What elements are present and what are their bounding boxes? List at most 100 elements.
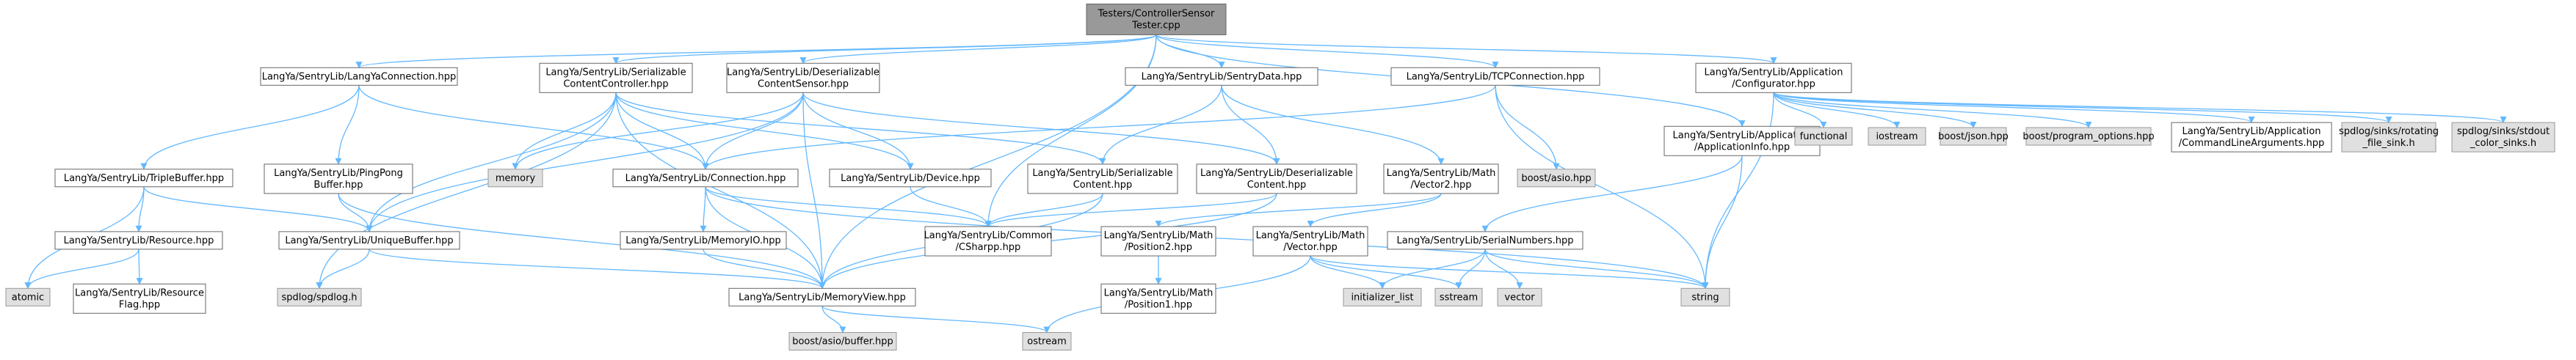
node-atomic: atomic [5,287,51,306]
edge-serialnums-to-initlist [1379,249,1486,290]
edge-tcpconn-to-boostasio [1495,85,1560,170]
edge-sercc-to-unique [366,92,617,232]
node-sentrydata[interactable]: LangYa/SentryLib/SentryData.hpp [1125,67,1318,86]
node-resource[interactable]: LangYa/SentryLib/Resource.hpp [54,231,223,250]
node-box [54,169,233,188]
node-cmdargs[interactable]: LangYa/SentryLib/Application/CommandLine… [2171,122,2332,153]
node-desercontent[interactable]: LangYa/SentryLib/DeserializableContent.h… [1196,164,1357,194]
edge-sercc-to-device [615,92,914,170]
edge-connection-to-memio [700,186,707,232]
edge-connection-to-csharp [705,186,992,227]
edge-desercs-to-connection [702,92,804,170]
node-label: Testers/ControllerSensor [1097,8,1215,19]
node-box [829,169,992,188]
node-iostream: iostream [1868,127,1926,146]
node-boostasio: boost/asio.hpp [1517,169,1596,188]
edge-sercontent-to-csharp [984,193,1103,227]
node-box [1086,3,1227,35]
edge-pingpong-to-unique [338,193,373,232]
edge-unique-to-spdlog [316,249,370,290]
node-triple[interactable]: LangYa/SentryLib/TripleBuffer.hpp [54,169,233,188]
node-appconf[interactable]: LangYa/SentryLib/Application/Configurato… [1695,62,1852,93]
node-csharp[interactable]: LangYa/SentryLib/Common/CSharpp.hpp [924,226,1053,257]
node-label: LangYa/SentryLib/UniqueBuffer.hpp [285,235,453,246]
edge-root-to-sercc [612,34,1157,65]
node-label: sstream [1440,292,1478,303]
node-box [612,169,799,188]
node-box [1940,127,2007,146]
edge-serialnums-to-stdvector [1484,249,1523,290]
node-box [788,332,897,350]
node-memview[interactable]: LangYa/SentryLib/MemoryView.hpp [728,287,916,306]
node-box [1497,287,1542,306]
node-label: LangYa/SentryLib/Common [924,230,1053,241]
node-box [1125,67,1318,86]
node-label: LangYa/SentryLib/Deserializable [727,67,879,78]
node-label: /Position1.hpp [1125,299,1192,310]
node-position2[interactable]: LangYa/SentryLib/Math/Position2.hpp [1100,226,1216,257]
edge-root-to-tcpconn [1155,34,1499,69]
node-desercs[interactable]: LangYa/SentryLib/DeserializableContentSe… [726,62,880,93]
node-label: _color_sinks.h [2470,138,2536,149]
edge-sercc-to-spdlog [316,92,617,290]
edge-sercc-to-memory [512,92,617,170]
edge-vector2-to-position2 [1155,193,1442,227]
node-vector2[interactable]: LangYa/SentryLib/Math/Vector2.hpp [1383,164,1499,194]
node-stdvector: vector [1497,287,1542,306]
node-vector[interactable]: LangYa/SentryLib/Math/Vector.hpp [1252,226,1368,257]
node-connection[interactable]: LangYa/SentryLib/Connection.hpp [612,169,799,188]
node-position1[interactable]: LangYa/SentryLib/Math/Position1.hpp [1100,283,1216,314]
node-box [539,62,693,93]
edge-triple-to-unique [143,186,373,232]
edge-desercs-to-memory [512,92,804,170]
node-label: initializer_list [1351,292,1413,303]
node-tcpconn[interactable]: LangYa/SentryLib/TCPConnection.hpp [1390,67,1600,86]
node-label: spdlog/spdlog.h [282,292,358,303]
node-label: LangYa/SentryLib/Deserializable [1200,168,1353,179]
node-label: functional [1800,131,1848,142]
node-lyconn[interactable]: LangYa/SentryLib/LangYaConnection.hpp [260,67,458,86]
node-box [487,169,543,188]
node-box [73,283,206,314]
node-sercc[interactable]: LangYa/SentryLib/SerializableContentCont… [539,62,693,93]
node-label: memory [496,173,536,184]
node-appinfo[interactable]: LangYa/SentryLib/Application/Application… [1663,125,1821,156]
edge-appconf-to-iostream [1773,92,1901,128]
node-label: LangYa/SentryLib/Application [2183,126,2321,137]
node-box [260,67,458,86]
node-box [1343,287,1422,306]
node-box [264,164,413,194]
node-label: LangYa/SentryLib/MemoryIO.hpp [625,235,781,246]
node-label: _file_sink.h [2362,138,2414,149]
node-label: ContentController.hpp [563,78,668,89]
node-functional: functional [1794,127,1853,146]
edge-appconf-to-functional [1773,92,1827,128]
edge-resource-to-atomic [24,249,139,290]
edge-appinfo-to-serialnums [1481,155,1743,232]
node-string: string [1680,287,1730,306]
edge-root-to-lyconn [355,34,1157,69]
node-device[interactable]: LangYa/SentryLib/Device.hpp [829,169,992,188]
edge-vector-to-initlist [1310,255,1386,290]
node-stdoutsink: spdlog/sinks/stdout_color_sinks.h [2451,122,2555,153]
node-box [728,287,916,306]
node-box [54,231,223,250]
node-label: LangYa/SentryLib/SerialNumbers.hpp [1397,235,1574,246]
edge-pingpong-to-memview [338,193,826,290]
node-unique[interactable]: LangYa/SentryLib/UniqueBuffer.hpp [278,231,460,250]
node-label: string [1691,292,1719,303]
node-label: Content.hpp [1073,180,1133,191]
node-label: Tester.cpp [1131,20,1180,31]
node-serialnums[interactable]: LangYa/SentryLib/SerialNumbers.hpp [1387,231,1583,250]
node-memio[interactable]: LangYa/SentryLib/MemoryIO.hpp [620,231,787,250]
node-label: ContentSensor.hpp [758,78,849,89]
node-label: LangYa/SentryLib/Device.hpp [841,173,980,184]
edge-tcpconn-to-string [1495,85,1709,290]
node-box [1196,164,1357,194]
node-label: vector [1504,292,1535,303]
